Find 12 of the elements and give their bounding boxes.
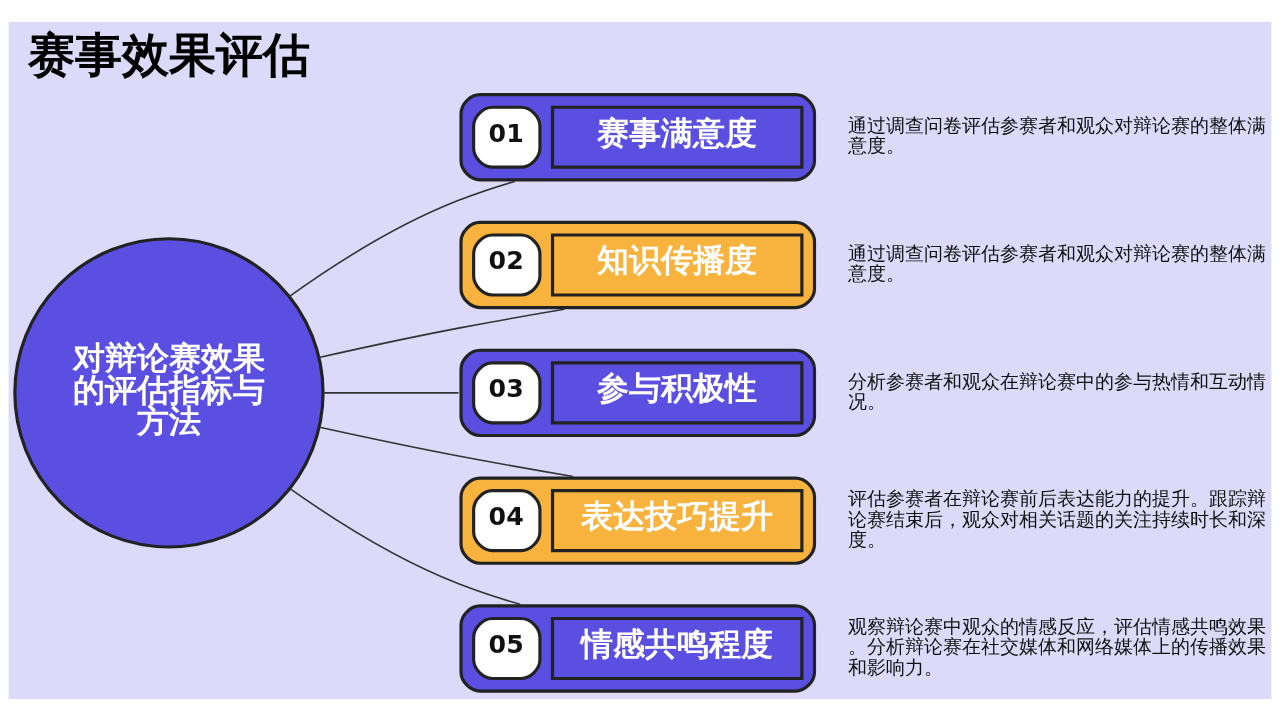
connector xyxy=(289,487,521,605)
connector xyxy=(322,391,460,394)
node-label: 分析参赛者和观众在辩论赛中的参与热情和互动情况。 xyxy=(847,368,1266,412)
diagram-title: 赛事效果评估 xyxy=(27,26,310,82)
node-circle: 对辩论赛效果的评估指标与方法 xyxy=(13,236,325,549)
node-label: 评估参赛者在辩论赛前后表达能力的提升。跟踪辩论赛结束后，观众对相关话题的关注持续时长和深度。 xyxy=(847,486,1266,550)
connector xyxy=(288,180,516,297)
node-label: 通过调查问卷评估参赛者和观众对辩论赛的整体满意度。 xyxy=(847,113,1266,156)
node-label: 观察辩论赛中观众的情感反应，评估情感共鸣效果。分析辩论赛在社交媒体和网络媒体上的传播效果和影响力。 xyxy=(847,614,1266,678)
connector xyxy=(318,308,566,358)
node-label: 通过调查问卷评估参赛者和观众对辩论赛的整体满意度。 xyxy=(847,241,1266,284)
connector xyxy=(318,425,574,477)
